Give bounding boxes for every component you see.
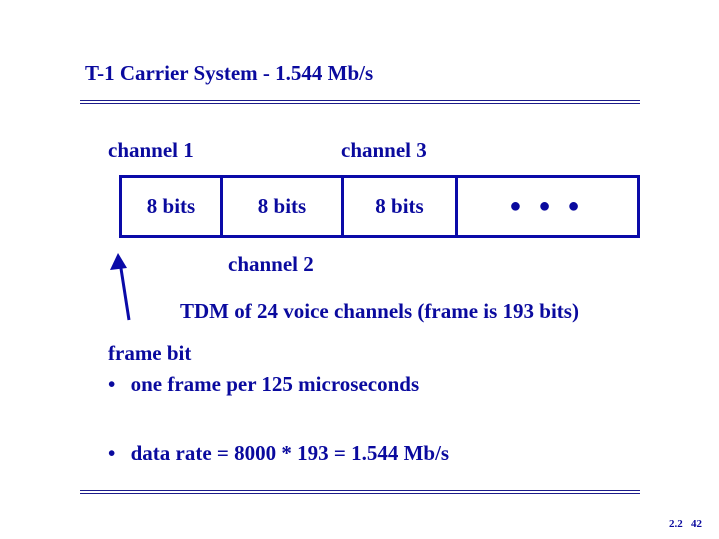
tdm-caption: TDM of 24 voice channels (frame is 193 b… [180, 299, 579, 323]
bullet-item: • one frame per 125 microseconds [108, 372, 419, 397]
top-rule-secondary [80, 103, 640, 104]
channel-3-label: channel 3 [341, 138, 427, 162]
frame-cell-channel-1: 8 bits [122, 178, 223, 235]
bullet-mark: • [108, 441, 116, 465]
frame-bit-arrow-icon [110, 253, 131, 321]
t1-frame-diagram: 8 bits 8 bits 8 bits ● ● ● [119, 175, 640, 238]
slide-title: T-1 Carrier System - 1.544 Mb/s [85, 61, 374, 85]
bottom-rule [80, 490, 640, 491]
bullet-item: • data rate = 8000 * 193 = 1.544 Mb/s [108, 441, 449, 466]
bottom-rule-secondary [80, 493, 640, 494]
frame-cell-channel-3: 8 bits [344, 178, 458, 235]
bullet-text: one frame per 125 microseconds [130, 372, 420, 396]
top-rule [80, 100, 640, 101]
frame-bit-label: frame bit [108, 341, 192, 365]
frame-cell-ellipsis: ● ● ● [509, 195, 586, 217]
bullet-text: data rate = 8000 * 193 = 1.544 Mb/s [130, 441, 450, 465]
bullet-mark: • [108, 372, 116, 396]
channel-2-label: channel 2 [228, 252, 314, 276]
frame-cell-channel-2: 8 bits [223, 178, 344, 235]
channel-1-label: channel 1 [108, 138, 194, 162]
slide-number: 2.2 42 [669, 518, 702, 530]
